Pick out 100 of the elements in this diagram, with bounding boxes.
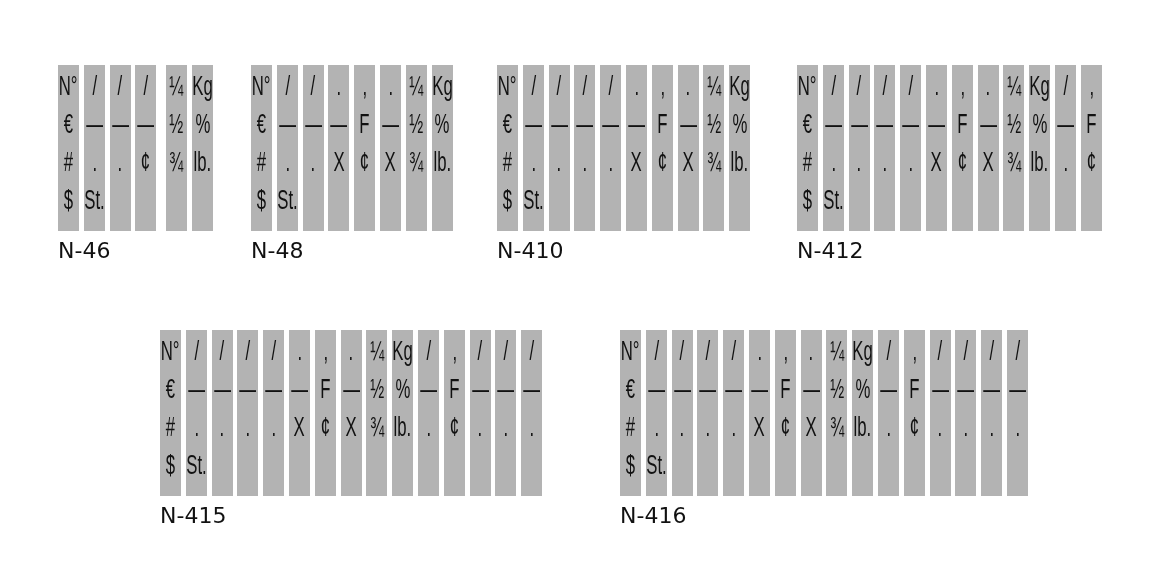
character-band [929, 330, 951, 496]
band-character: % [195, 109, 210, 139]
band-character: X [682, 147, 694, 177]
band-character: St. [84, 185, 105, 215]
band-character: / [556, 71, 562, 101]
character-band [109, 65, 131, 231]
character-band [83, 65, 105, 231]
character-band [822, 65, 844, 231]
character-band [431, 65, 453, 231]
character-band [900, 65, 922, 231]
band-character: — [213, 374, 231, 404]
character-band [903, 330, 925, 496]
band-character: N° [621, 336, 640, 366]
model-number: N-48 [251, 238, 304, 263]
band-character: — [628, 109, 645, 139]
band-character: — [699, 374, 717, 404]
band-character: — [725, 374, 743, 404]
character-band [620, 330, 641, 496]
band-character: . [556, 147, 562, 177]
band-character: Kg [192, 71, 213, 101]
character-band [521, 330, 543, 496]
character-band [574, 65, 596, 231]
character-band [774, 330, 796, 496]
character-band [874, 65, 896, 231]
band-character: # [63, 147, 74, 177]
character-band [135, 65, 157, 231]
character-band [58, 65, 79, 231]
band-character: ¢ [657, 147, 667, 177]
band-character: . [503, 412, 509, 442]
band-character: . [634, 71, 639, 101]
band-character: N° [798, 71, 817, 101]
band-character: ¼ [829, 336, 844, 366]
band-character: / [963, 336, 969, 366]
band-character: € [502, 109, 513, 139]
character-band [926, 65, 947, 231]
model-number: N-416 [620, 503, 687, 528]
band-character: — [751, 374, 768, 404]
band-character: — [291, 374, 308, 404]
band-character: / [271, 336, 276, 366]
band-character: — [928, 109, 945, 139]
character-band [1080, 65, 1102, 231]
band-character: . [245, 412, 251, 442]
character-band [1029, 65, 1051, 231]
band-character: N° [498, 71, 517, 101]
band-character: . [1063, 147, 1068, 177]
band-character: % [1032, 109, 1048, 139]
band-character: € [625, 374, 636, 404]
band-character: X [345, 412, 357, 442]
band-character: — [278, 109, 296, 139]
band-character: — [239, 374, 257, 404]
character-band [354, 65, 376, 231]
band-character: . [685, 71, 691, 101]
band-character: . [963, 412, 969, 442]
band-character: , [911, 336, 917, 366]
band-character: — [420, 374, 437, 404]
band-character: X [384, 147, 397, 177]
band-character: . [529, 412, 534, 442]
band-character: X [805, 412, 817, 442]
band-character: , [1088, 71, 1094, 101]
band-character: Kg [729, 71, 750, 101]
band-character: . [934, 71, 939, 101]
character-band [160, 330, 181, 496]
character-band [405, 65, 427, 231]
band-character: ¼ [1006, 71, 1021, 101]
band-character: ¾ [1006, 147, 1021, 177]
band-character: F [657, 109, 668, 139]
band-character: Kg [392, 336, 413, 366]
band-character: — [382, 109, 399, 139]
character-band [366, 330, 388, 496]
band-character: # [502, 147, 513, 177]
band-character: lb. [433, 147, 451, 177]
band-character: / [582, 71, 588, 101]
character-band [289, 330, 310, 496]
character-band [852, 330, 874, 496]
character-band [443, 330, 465, 496]
band-character: . [882, 147, 888, 177]
band-character: / [886, 336, 891, 366]
band-character: F [449, 374, 460, 404]
character-band [192, 65, 213, 231]
band-character: ¾ [706, 147, 721, 177]
band-character: — [880, 374, 897, 404]
character-band [977, 65, 999, 231]
band-character: / [908, 71, 913, 101]
band-character: . [937, 412, 943, 442]
band-character: $ [625, 450, 636, 480]
band-character: . [856, 147, 862, 177]
band-character: X [630, 147, 643, 177]
band-character: X [753, 412, 766, 442]
character-band [951, 65, 973, 231]
band-character: $ [256, 185, 267, 215]
band-character: — [902, 109, 920, 139]
character-band [380, 65, 401, 231]
band-character: — [1057, 109, 1074, 139]
band-character: ¼ [706, 71, 721, 101]
band-character: ¢ [141, 147, 151, 177]
character-band [340, 330, 362, 496]
band-character: — [850, 109, 868, 139]
band-character: lb. [730, 147, 749, 177]
character-band [645, 330, 667, 496]
band-character: / [705, 336, 711, 366]
